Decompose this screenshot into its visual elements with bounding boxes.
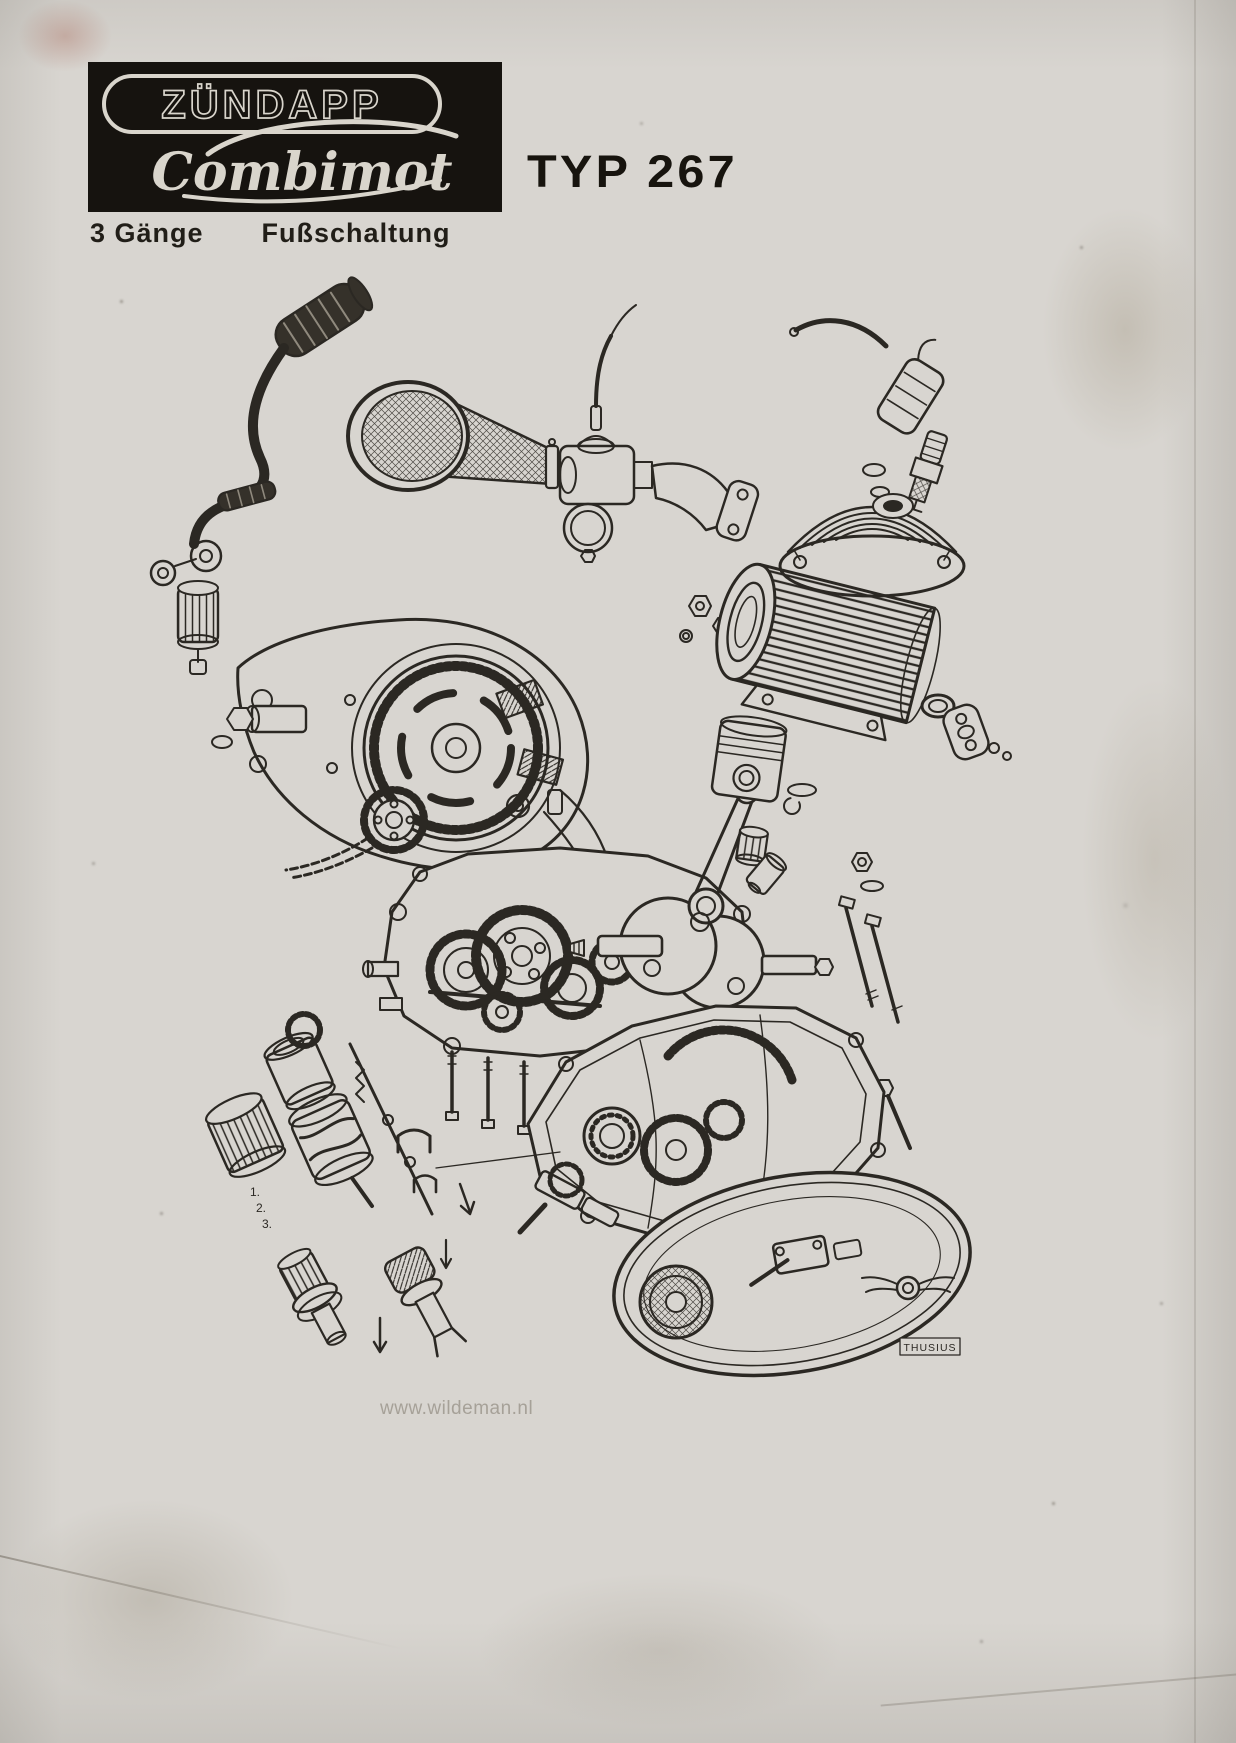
type-label: TYP 267	[527, 146, 738, 197]
shift-label-1: 1.	[250, 1185, 260, 1199]
drive-sprocket-chain	[284, 786, 428, 880]
spark-plug-cable	[789, 318, 889, 349]
head-nuts	[679, 595, 732, 643]
engine-side-cover: THUSIUS	[612, 1170, 972, 1378]
shift-drum	[288, 1093, 374, 1208]
model-script: Combimot	[152, 142, 453, 203]
spec-shift: Fußschaltung	[261, 218, 451, 248]
zundapp-wing-badge	[861, 1275, 955, 1301]
shift-label-3: 3.	[262, 1217, 272, 1231]
case-studs	[837, 895, 912, 1150]
assembly-arrows	[372, 1182, 476, 1354]
magneto-flywheel	[211, 617, 610, 878]
intake-manifold	[650, 462, 760, 542]
piston-assembly	[710, 715, 884, 895]
spark-plug-cap	[876, 338, 945, 435]
script-flourish-bottom	[182, 178, 442, 204]
logo-artwork: ZÜNDAPP Combimot	[102, 74, 459, 204]
logo-stadium-border	[102, 74, 442, 134]
zundapp-logo-badge: ZÜNDAPP Combimot	[88, 62, 502, 212]
spec-gears: 3 Gänge	[90, 218, 204, 248]
script-flourish-top	[205, 119, 459, 157]
signature-box	[899, 1337, 961, 1356]
kickstart-lever	[149, 276, 374, 675]
illustrator-signature: THUSIUS	[903, 1342, 956, 1354]
spec-line: 3 Gänge Fußschaltung	[90, 218, 451, 249]
carburetor	[558, 304, 653, 563]
intake-horn	[346, 380, 560, 492]
watermark: www.wildeman.nl	[380, 1398, 534, 1419]
cylinder-barrel	[715, 562, 941, 742]
shift-position-labels: 1. 2. 3.	[250, 1185, 272, 1231]
coupling-shaft-left	[277, 1247, 347, 1346]
bearing-sleeves	[204, 1011, 336, 1178]
exhaust-gasket	[920, 693, 1012, 761]
crankcase-studs	[445, 1050, 531, 1135]
selector-forks	[348, 1042, 561, 1216]
coupling-shaft-right	[384, 1246, 468, 1358]
shift-label-2: 2.	[256, 1201, 266, 1215]
